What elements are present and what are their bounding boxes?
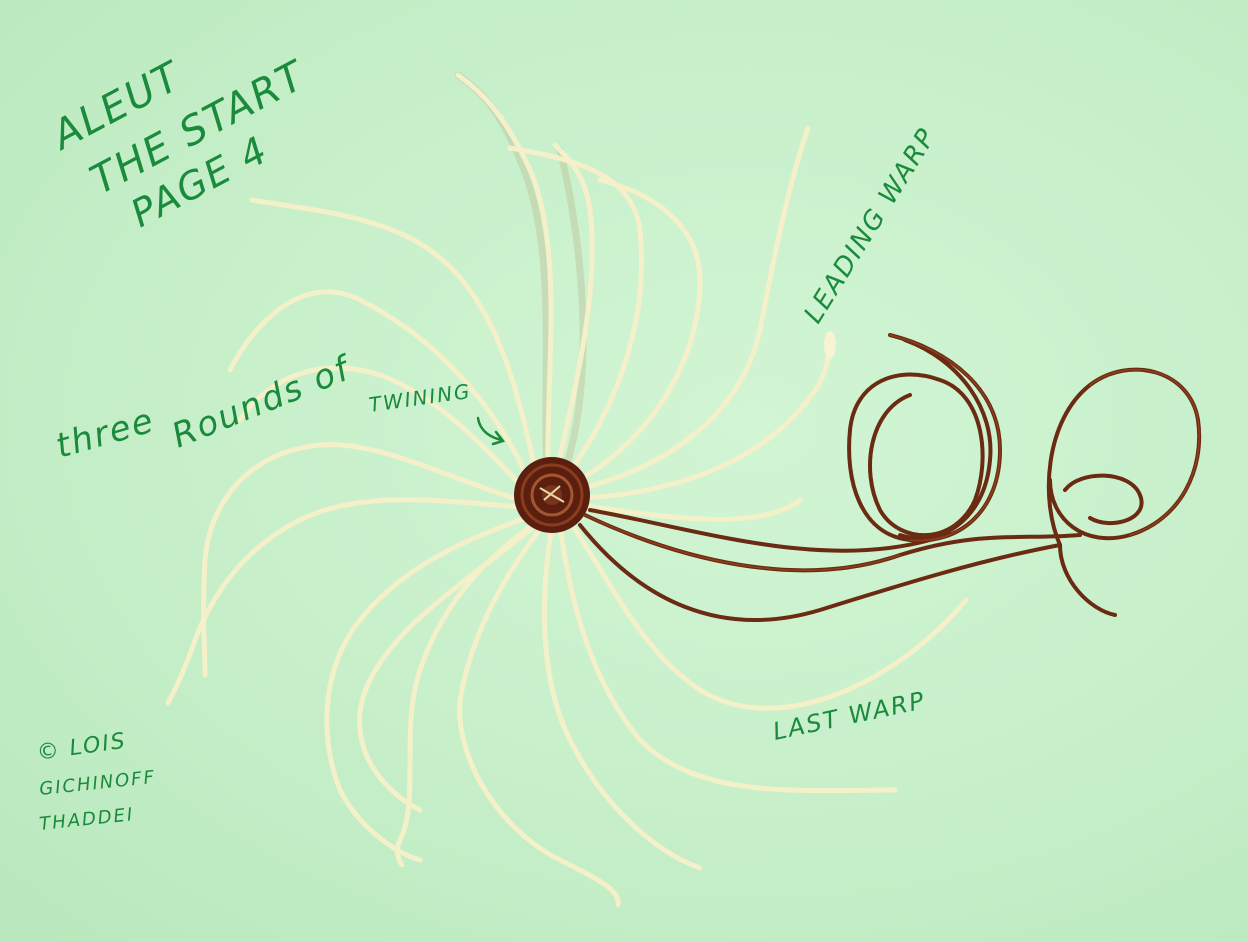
warp-strand [560, 525, 895, 791]
annotations: ALEUT THE START PAGE 4 three Rounds of T… [35, 52, 942, 835]
copyright-line-1: © LOIS [35, 729, 128, 766]
warp-strand [327, 515, 535, 860]
warp-strand [578, 335, 830, 498]
copyright-line-3: THADDEI [38, 804, 135, 835]
label-twining: TWINING [367, 379, 473, 417]
warp-strand [168, 500, 530, 703]
label-last-warp: LAST WARP [770, 686, 928, 746]
warp-strand [397, 520, 540, 865]
warp-strand [580, 500, 800, 519]
warp-strand [460, 523, 619, 905]
warp-strand [458, 75, 551, 490]
label-three: three [51, 400, 159, 466]
warp-strand [570, 522, 966, 708]
label-leading-warp: LEADING WARP [798, 123, 942, 329]
label-rounds-of: Rounds of [166, 348, 358, 457]
leading-warp-tip [824, 331, 836, 359]
copyright-line-2: GICHINOFF [38, 767, 157, 800]
weft-strands [580, 335, 1199, 620]
twined-center [514, 457, 590, 533]
warp-strand [204, 445, 530, 675]
